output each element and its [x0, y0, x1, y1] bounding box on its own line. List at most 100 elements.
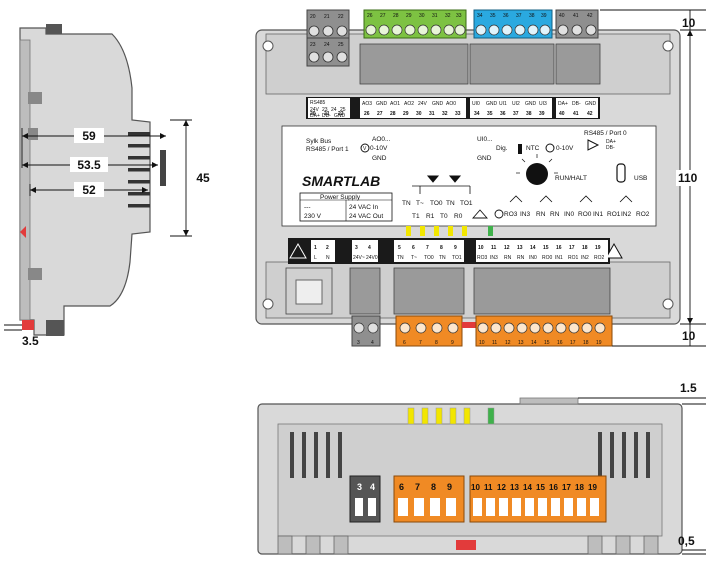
- side-slot-bottom: [28, 268, 42, 280]
- num-34: 34: [474, 111, 480, 117]
- lbl-p0-gnd: GND: [585, 101, 597, 107]
- front-arrowheads: [687, 30, 693, 324]
- dim-side-59: 59: [82, 129, 96, 143]
- in2-label: IN2: [621, 211, 632, 218]
- dim-side-3-5: 3.5: [22, 334, 39, 348]
- bottom-connector-plug: [295, 279, 323, 305]
- usb-icon: [616, 163, 626, 183]
- db-label: DB-: [606, 145, 615, 151]
- bterm-11: 11: [492, 340, 497, 346]
- t0-label: T0: [440, 213, 448, 220]
- gnd-label: GND: [372, 155, 387, 162]
- lbl-ao3: AO3: [362, 101, 372, 107]
- blue-terminal-numbers: 34 35 36 37 38 39: [477, 13, 547, 19]
- num-26: 26: [364, 111, 370, 117]
- bterm-8: 8: [435, 340, 438, 346]
- v-0-10-label: 0-10V: [370, 145, 388, 152]
- bottom-dim-lines: [578, 397, 706, 555]
- lbl-ui0: UI0: [472, 101, 480, 107]
- term-31: 31: [432, 13, 438, 19]
- bnum-11: 11: [491, 245, 497, 251]
- top-label-texts: RS485 24V 23 24 25 DA+ DB- GND AO3 GND A…: [310, 100, 597, 119]
- side-red-latch: [22, 320, 34, 330]
- dim-label-bg-53-5: [70, 157, 108, 172]
- bsub-14: IN0: [529, 255, 537, 261]
- num-20: 20: [310, 111, 316, 117]
- ps-dash: ---: [304, 204, 311, 211]
- bnum-16: 16: [556, 245, 562, 251]
- bottom-sockets: [285, 267, 611, 315]
- num-36: 36: [500, 111, 506, 117]
- term-29: 29: [406, 13, 412, 19]
- bv-term-13: 13: [510, 483, 519, 492]
- bsub-19: RO2: [594, 255, 605, 261]
- term-22: 22: [338, 14, 344, 20]
- bnum-4: 4: [368, 245, 371, 251]
- bv-term-11: 11: [484, 483, 493, 492]
- side-clip-bottom: [46, 320, 64, 336]
- ro0-label: RO0: [578, 211, 592, 218]
- term-27: 27: [380, 13, 386, 19]
- rs485-port1-label: RS485 / Port 1: [306, 146, 349, 153]
- bsub-12: RN: [504, 255, 512, 261]
- num-31: 31: [429, 111, 435, 117]
- bsub-17: RO1: [568, 255, 579, 261]
- t1-label: T1: [412, 213, 420, 220]
- term-26: 26: [367, 13, 373, 19]
- top-label-numbers: 20 21 22 26 27 28 29 30 31 32 33 34 35 3…: [310, 111, 593, 117]
- side-red-tab: [20, 226, 26, 238]
- bsub-1: L: [314, 255, 317, 261]
- lbl-ui-gnd2: GND: [525, 101, 537, 107]
- da-label: DA+: [606, 139, 616, 145]
- bnum-5: 5: [398, 245, 401, 251]
- bnum-7: 7: [426, 245, 429, 251]
- brand-logo: SMARTLAB: [302, 173, 380, 189]
- sylk-bus-label: Sylk Bus: [306, 138, 332, 145]
- bnum-17: 17: [569, 245, 575, 251]
- bsub-18: IN2: [581, 255, 589, 261]
- bv-term-16: 16: [549, 483, 558, 492]
- lbl-ao2: AO2: [404, 101, 414, 107]
- dig-label: Dig.: [496, 145, 508, 152]
- dim-bottom-0-5: 0,5: [678, 534, 695, 548]
- dim-side-45: 45: [196, 171, 210, 185]
- term-34: 34: [477, 13, 483, 19]
- num-32: 32: [442, 111, 448, 117]
- bv-term-3: 3: [357, 482, 362, 492]
- bterm-16: 16: [557, 340, 563, 346]
- bnum-13: 13: [517, 245, 523, 251]
- bsub-3: 24V~: [353, 255, 365, 261]
- num-28: 28: [390, 111, 396, 117]
- bottom-label-cells: [311, 240, 608, 262]
- bnum-18: 18: [582, 245, 588, 251]
- bterm-15: 15: [544, 340, 550, 346]
- bterm-4: 4: [371, 340, 374, 346]
- num-29: 29: [403, 111, 409, 117]
- num-41: 41: [573, 111, 579, 117]
- bsub-9: TO1: [452, 255, 462, 261]
- num-37: 37: [513, 111, 519, 117]
- bterm-3: 3: [357, 340, 360, 346]
- power-icon: [494, 209, 504, 219]
- t-row: T1 R1 T0 R0: [412, 213, 463, 220]
- warning-icon-bottom-right: [605, 242, 623, 259]
- bterm-19: 19: [596, 340, 602, 346]
- term-24: 24: [324, 42, 330, 48]
- bnum-10: 10: [478, 245, 484, 251]
- term-40: 40: [559, 13, 565, 19]
- bottom-top-ridge: [519, 397, 579, 405]
- bv-term-6: 6: [399, 482, 404, 492]
- top-sockets: [359, 43, 601, 85]
- bterm-13: 13: [518, 340, 524, 346]
- lbl-ui2: UI2: [512, 101, 520, 107]
- term-36: 36: [503, 13, 509, 19]
- dim-front-top-10: 10: [682, 16, 696, 30]
- lbl-ao-gnd2: GND: [432, 101, 444, 107]
- bv-term-4: 4: [370, 482, 375, 492]
- relay-icon: [509, 195, 633, 203]
- lbl-bus-24v: 24V: [310, 107, 320, 113]
- in1-label: IN1: [593, 211, 604, 218]
- ao0-label: AO0...: [372, 136, 391, 143]
- side-connector: [160, 150, 166, 186]
- v-circle-icon: [360, 143, 370, 153]
